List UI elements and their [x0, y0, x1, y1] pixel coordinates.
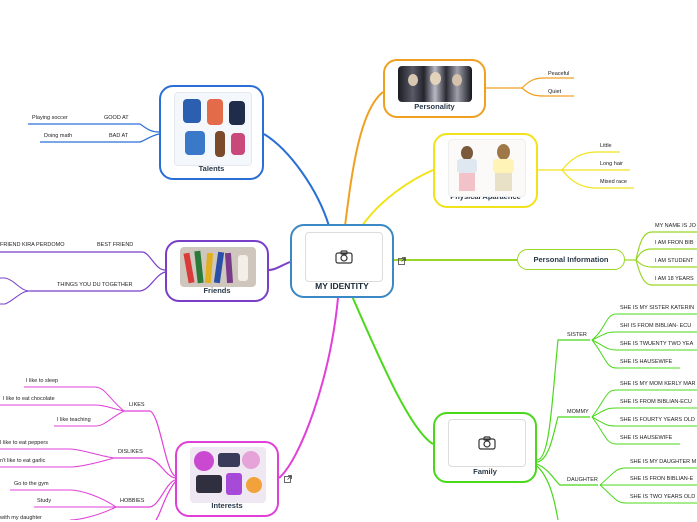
topic-personal-information[interactable]: Personal Information — [517, 249, 625, 270]
topic-physical-appearance[interactable]: Physical Aparaence — [433, 133, 538, 208]
personality-title: Personality — [414, 102, 455, 111]
personality-image — [398, 66, 472, 102]
talents-item[interactable]: Playing soccer — [32, 115, 68, 121]
interests-item[interactable]: with my daughter — [0, 515, 42, 521]
friends-title: Friends — [203, 286, 231, 295]
family-item[interactable]: SHE IS HAUSEWIFE — [620, 359, 673, 365]
family-group-label[interactable]: MOMMY — [567, 409, 589, 415]
interests-image — [190, 447, 266, 503]
talents-group-label[interactable]: GOOD AT — [104, 115, 129, 121]
talents-image — [174, 92, 252, 166]
branch-personality — [344, 91, 384, 227]
interests-group-label[interactable]: LIKES — [129, 402, 145, 408]
family-item[interactable]: SHE IS FOURTY YEARS OLD — [620, 417, 695, 423]
branch-family — [351, 295, 434, 445]
interests-title: Interests — [211, 501, 243, 510]
family-group-label[interactable]: DAUGHTER — [567, 477, 598, 483]
family-item[interactable]: SHE IS FRON BIBLIAN-E — [630, 476, 694, 482]
talents-item[interactable]: Doing math — [44, 133, 73, 139]
topic-interests[interactable]: Interests — [175, 441, 279, 517]
family-title: Family — [473, 467, 497, 476]
interests-item[interactable]: I like teaching — [57, 417, 91, 423]
branch-friends — [268, 261, 291, 271]
family-group-label[interactable]: SISTER — [567, 332, 587, 338]
talents-group-label[interactable]: BAD AT — [109, 133, 129, 139]
personal-info-item[interactable]: I AM FRON BIB — [655, 240, 694, 246]
branch-physical — [361, 169, 434, 227]
interests-group-label[interactable]: DISLIKES — [118, 449, 143, 455]
interests-item[interactable]: I like to eat peppers — [0, 440, 49, 446]
branch-talents — [263, 133, 330, 227]
interests-group-label[interactable]: HOBBIES — [120, 498, 145, 504]
physical-item[interactable]: Long hair — [600, 161, 623, 167]
physical-item[interactable]: Mixed race — [600, 179, 627, 185]
interests-item[interactable]: Study — [37, 498, 52, 504]
topic-family[interactable]: Family — [433, 412, 537, 483]
family-item[interactable]: SHE IS MY SISTER KATERIN — [620, 305, 695, 311]
family-item[interactable]: SHE IS HAUSEWIFE — [620, 435, 673, 441]
personality-item[interactable]: Quiet — [548, 89, 562, 95]
camera-icon — [335, 250, 353, 264]
central-image-placeholder — [305, 232, 383, 282]
family-item[interactable]: SHE IS MY MOM KERLY MAR — [620, 381, 696, 387]
topic-friends[interactable]: Friends — [165, 240, 269, 302]
branch-interests — [278, 297, 339, 479]
topic-talents[interactable]: Talents — [159, 85, 264, 180]
personal-info-item[interactable]: I AM STUDENT — [655, 258, 694, 264]
interests-item[interactable]: Go to the gym — [14, 481, 49, 487]
personality-item[interactable]: Peaceful — [548, 71, 570, 77]
friends-image — [180, 247, 256, 287]
external-link-icon[interactable] — [284, 475, 292, 483]
physical-image — [448, 139, 526, 197]
central-topic[interactable]: MY IDENTITY — [290, 224, 394, 298]
physical-item[interactable]: Little — [600, 143, 612, 149]
personal-info-item[interactable]: MY NAME IS JO — [655, 223, 696, 229]
friends-group-label[interactable]: BEST FRIEND — [97, 242, 134, 248]
family-item[interactable]: SHE IS MY DAUGHTER M — [630, 459, 697, 465]
family-item[interactable]: SHI IS FROM BIBLIAN- ECU — [620, 323, 692, 329]
interests-item[interactable]: I like to eat chocolate — [3, 396, 55, 402]
interests-item[interactable]: I like to sleep — [26, 378, 59, 384]
family-item[interactable]: SHE IS TWUENTY TWO YEA — [620, 341, 694, 347]
family-image-placeholder — [448, 419, 526, 467]
external-link-icon[interactable] — [398, 257, 406, 265]
friends-item[interactable]: FRIEND KIRA PERDOMO — [0, 242, 65, 248]
talents-title: Talents — [198, 164, 225, 173]
family-item[interactable]: SHE IS FROM BIBLIAN-ECU — [620, 399, 692, 405]
interests-item[interactable]: n't like to eat garlic — [0, 458, 46, 464]
topic-personality[interactable]: Personality — [383, 59, 486, 118]
central-title: MY IDENTITY — [315, 281, 369, 291]
personal-info-item[interactable]: I AM 18 YEARS — [655, 276, 694, 282]
family-item[interactable]: SHE IS TWO YEARS OLD — [630, 494, 696, 500]
camera-icon — [478, 436, 496, 450]
personal-info-title: Personal Information — [533, 255, 609, 264]
friends-group-label[interactable]: THINGS YOU DU TOGETHER — [57, 282, 133, 288]
